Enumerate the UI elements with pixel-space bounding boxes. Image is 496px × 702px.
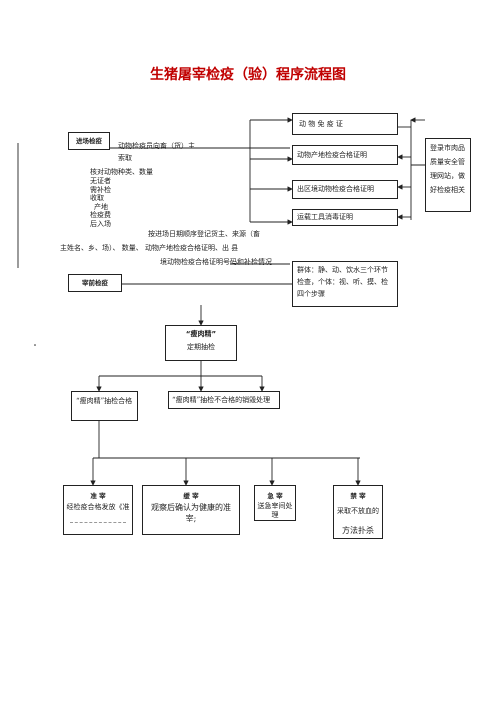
site-note-line3: 核对动物种类、数量 <box>90 168 153 176</box>
register-text-line1: 按进场日期顺序登记货主、来源（畜 <box>148 230 260 238</box>
delay-slaughter-text: 观察后确认为健康的准宰; <box>151 503 231 523</box>
lean-box-line1: “瘦肉精” <box>185 330 217 338</box>
site-note-item: 无证者 <box>90 177 111 185</box>
site-inspection-box: 进场检疫 <box>68 132 110 150</box>
emergency-slaughter-title: 急 宰 <box>267 492 283 500</box>
lean-pass-box: “瘦肉精”抽检合格 <box>71 391 138 421</box>
group-check-box: 群体：静、动、饮水三个环节检查，个体：视、听、摸、检四个步骤 <box>292 261 398 307</box>
register-text-line2: 主姓名、乡、场）、 数量、 动物产地检疫合格证明、出 县 <box>60 244 239 252</box>
website-registration-note: 登录市肉品质量安全管理网站，做好检疫相关 <box>425 138 471 212</box>
pre-slaughter-inspection-box: 宰前检疫 <box>68 274 122 292</box>
ban-slaughter-cut-text: 方法扑杀 <box>342 526 374 535</box>
site-note-line1: 动物检疫员向畜（货）主 <box>118 142 195 150</box>
site-note-item: 需补检 <box>90 185 111 194</box>
permit-slaughter-box: 准 宰 经检疫合格发放《准 <box>63 485 133 535</box>
lean-meat-agent-check-box: “瘦肉精” 定期抽检 <box>165 325 237 361</box>
immunity-cert-box: 动 物 免 疫 证 <box>292 113 398 135</box>
emergency-slaughter-text: 送急宰间处理 <box>257 502 293 519</box>
site-note-line2: 索取 <box>118 154 132 162</box>
delay-slaughter-title: 缓 宰 <box>183 492 199 500</box>
site-note-items: 无证者 需补检 收取 产地 检疫费 后入场 <box>88 177 111 228</box>
ban-slaughter-text: 采取不放血的 <box>337 507 379 515</box>
emergency-slaughter-box: 急 宰 送急宰间处理 <box>254 485 296 521</box>
ban-slaughter-title: 禁 宰 <box>350 492 366 500</box>
permit-slaughter-text: 经检疫合格发放《准 <box>66 503 130 511</box>
outside-cert-box: 出区境动物检疫合格证明 <box>292 180 398 199</box>
origin-cert-box: 动物产地检疫合格证明 <box>292 145 398 165</box>
box-divider <box>70 522 126 523</box>
register-text-line3: 境动物检疫合格证明号码和补检情况 <box>160 258 272 266</box>
site-note-item: 产地 <box>94 202 108 211</box>
site-note-item: 收取 <box>90 194 104 202</box>
ban-slaughter-box: 禁 宰 采取不放血的 方法扑杀 <box>333 485 383 539</box>
transport-cert-box: 运载工具消毒证明 <box>292 209 398 226</box>
lean-fail-box: “瘦肉精”抽检不合格的销毁处理 <box>168 391 280 409</box>
page-title: 生猪屠宰检疫（验）程序流程图 <box>150 67 346 83</box>
lean-box-line2: 定期抽检 <box>187 343 215 351</box>
permit-slaughter-title: 准 宰 <box>90 492 106 500</box>
site-note-item: 检疫费 <box>90 211 111 219</box>
site-note-item: 后入场 <box>90 219 111 228</box>
delay-slaughter-box: 缓 宰 观察后确认为健康的准宰; <box>142 485 240 535</box>
